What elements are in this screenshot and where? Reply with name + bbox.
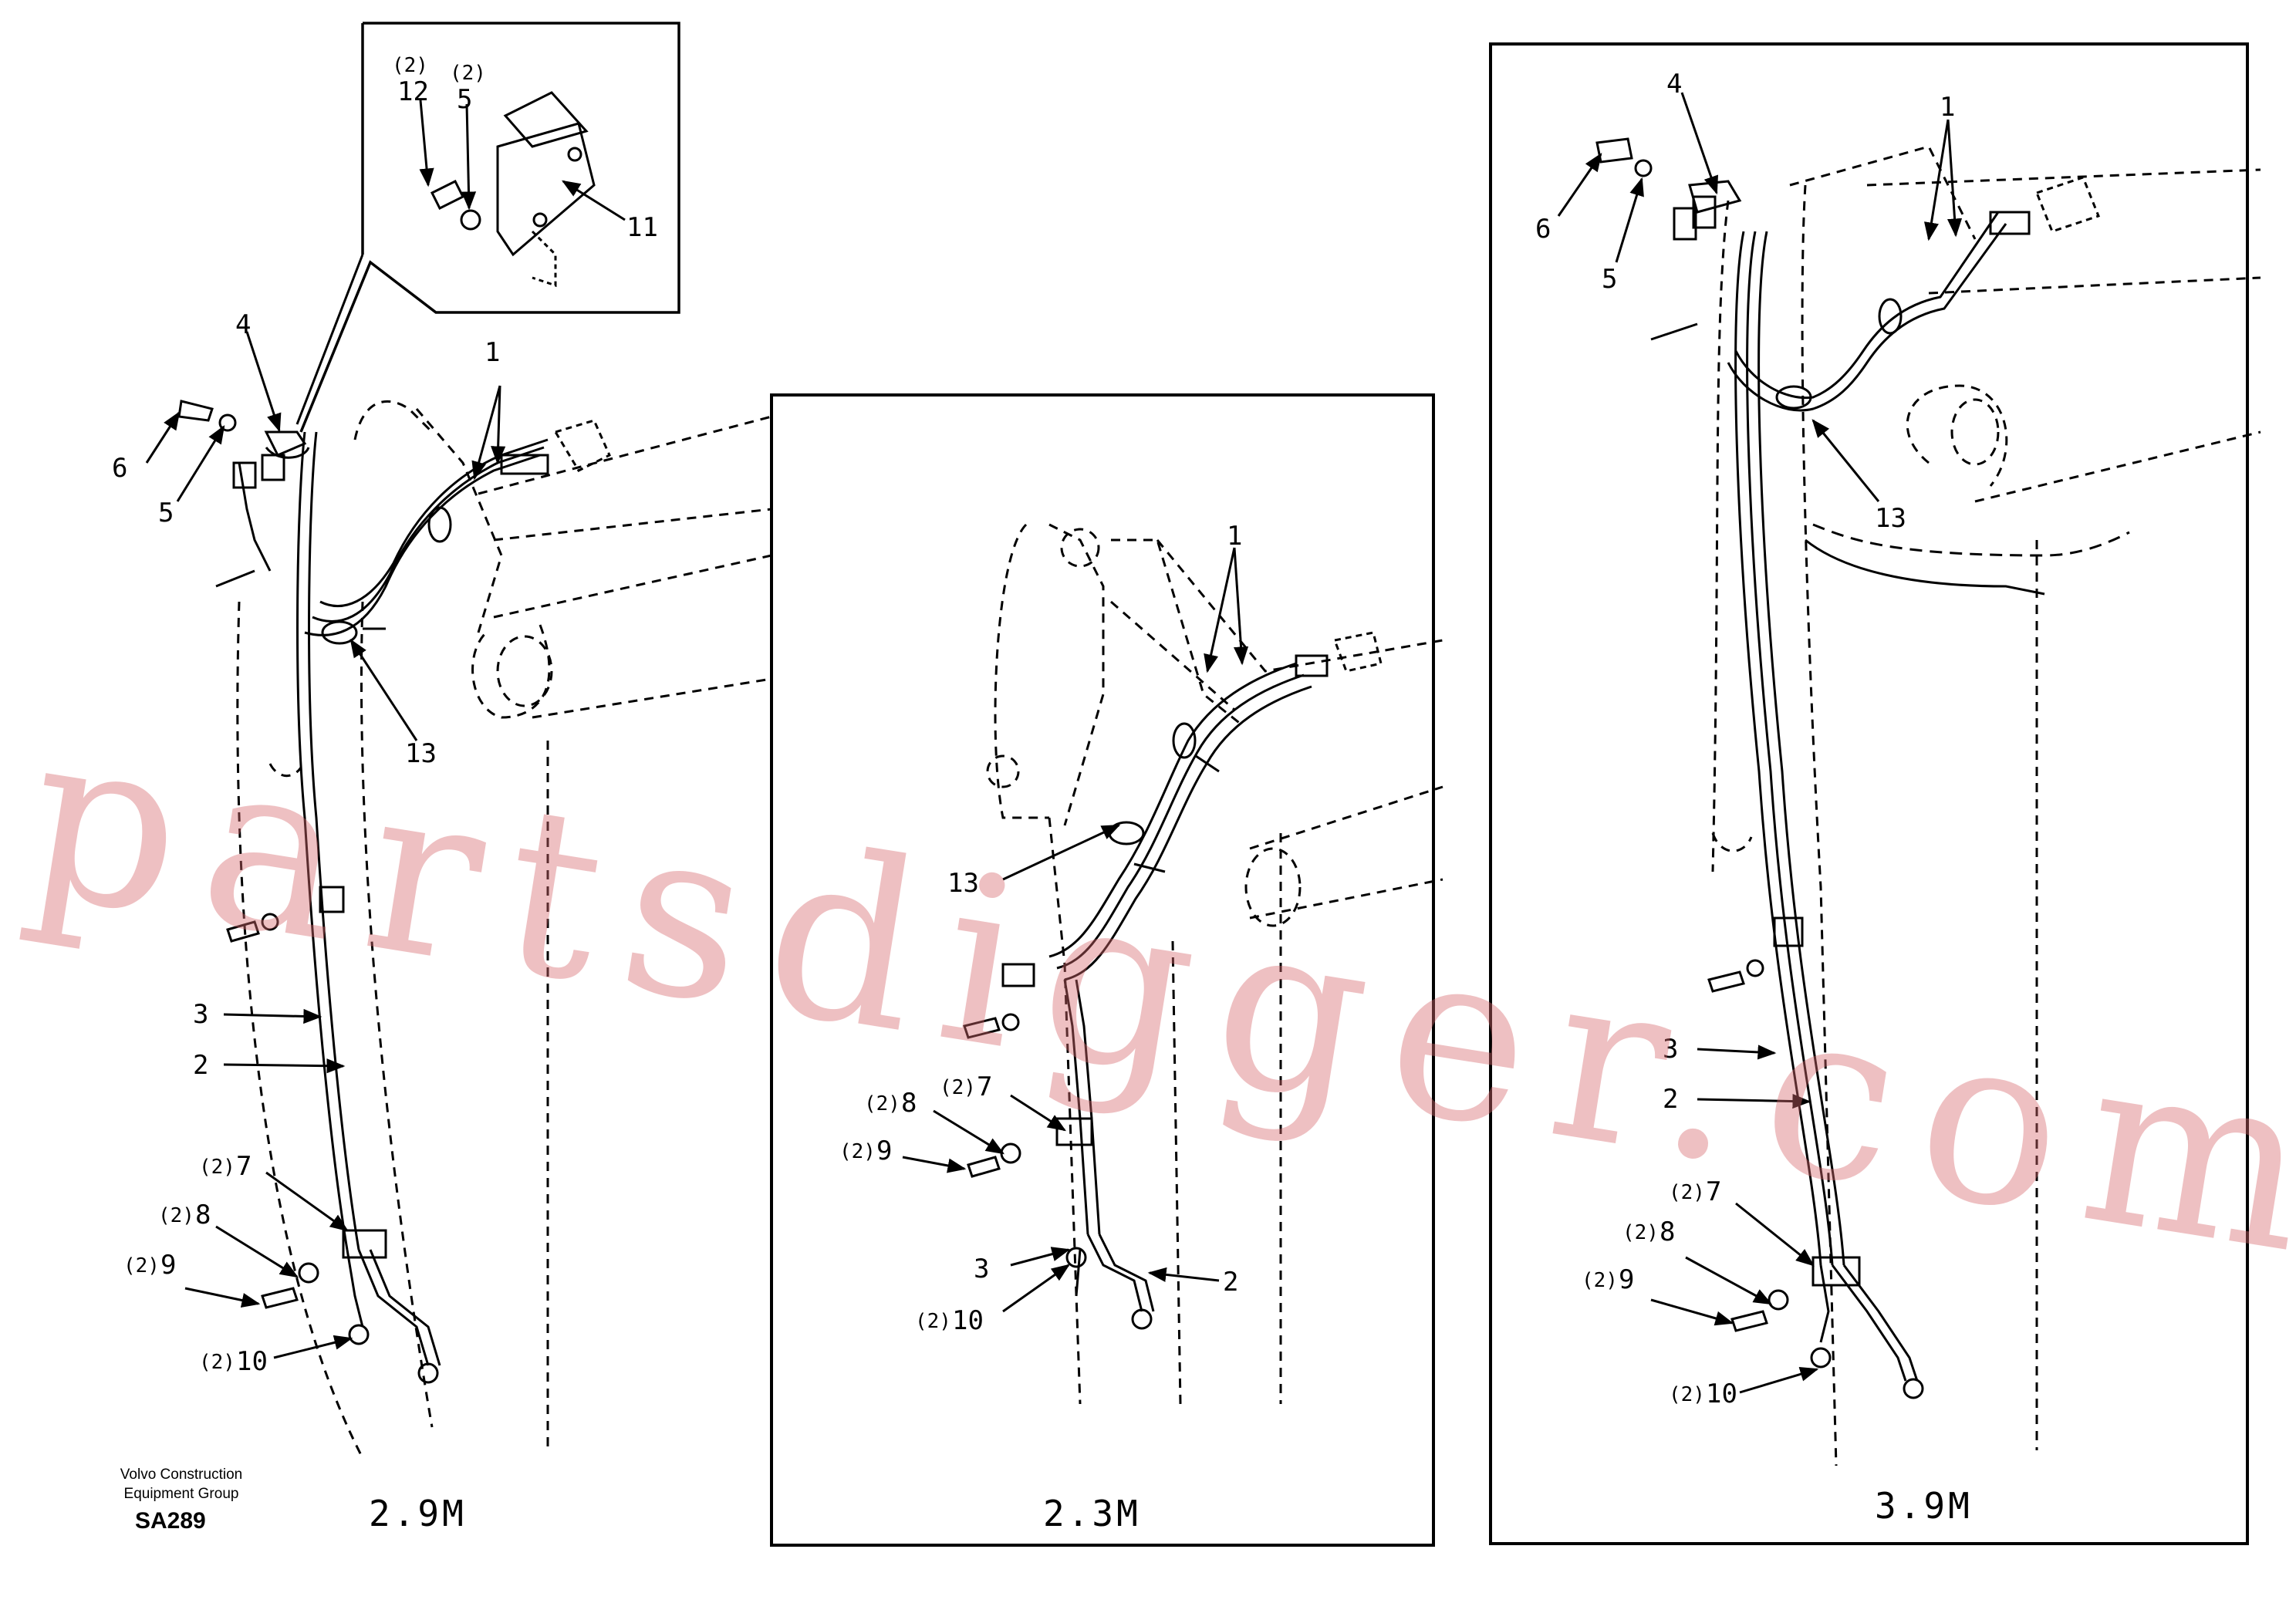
qty-label: (2) [1669,1181,1705,1204]
qty-label: (2) [1669,1383,1705,1406]
callout-8: 8 [1660,1217,1676,1247]
callout-7: 7 [1706,1176,1722,1207]
callout-9: 9 [876,1136,893,1166]
callout-12: 12 [397,76,429,107]
callout-6: 6 [1535,214,1551,245]
qty-label: (2) [1622,1221,1659,1244]
view-frame-middle [770,393,1435,1547]
callout-1: 1 [1227,521,1243,552]
callout-5: 5 [158,498,174,528]
callout-11: 11 [626,212,658,243]
callout-9: 9 [160,1250,177,1281]
callout-10: 10 [952,1305,984,1336]
callout-10: 10 [236,1346,268,1377]
callout-3: 3 [1663,1034,1679,1065]
callout-4: 4 [235,309,252,340]
callout-13: 13 [405,738,437,769]
callout-9: 9 [1619,1264,1635,1295]
qty-label: (2) [839,1140,876,1163]
leader-arrows [145,92,1963,1394]
qty-label: (2) [864,1092,900,1115]
callout-10: 10 [1706,1379,1737,1409]
company-name: Volvo Construction Equipment Group [85,1466,278,1504]
qty-label: (2) [158,1204,194,1227]
view-frame-right [1489,42,2249,1545]
callout-2: 2 [1223,1267,1239,1298]
company-name-text: Volvo Construction Equipment Group [120,1466,243,1502]
callout-7: 7 [236,1151,252,1182]
callout-13: 13 [947,868,979,899]
callout-3: 3 [974,1254,990,1284]
qty-label: (2) [199,1351,235,1374]
callout-5: 5 [1602,264,1618,295]
callout-2: 2 [1663,1084,1679,1115]
qty-label: (2) [123,1254,160,1277]
qty-label: (2) [392,54,428,77]
qty-label: (2) [1582,1269,1618,1292]
callout-1: 1 [485,337,501,368]
length-label-middle: 2.3M [1043,1493,1141,1534]
view-middle-drawing [963,523,1443,1405]
callout-1: 1 [1940,92,1956,123]
callout-5: 5 [457,84,473,115]
callout-7: 7 [977,1072,993,1102]
view-right-drawing [1595,137,2261,1466]
drawing-code: SA289 [135,1508,206,1534]
callout-13: 13 [1875,503,1906,534]
qty-label: (2) [940,1076,976,1099]
qty-label: (2) [199,1156,235,1179]
length-label-left: 2.9M [369,1493,467,1534]
length-label-right: 3.9M [1875,1485,1973,1527]
qty-label: (2) [450,62,486,85]
qty-label: (2) [915,1310,951,1333]
callout-6: 6 [112,453,128,484]
callout-2: 2 [193,1050,209,1081]
callout-8: 8 [901,1088,917,1119]
callout-8: 8 [195,1200,211,1230]
callout-4: 4 [1666,69,1683,100]
view-left-drawing [177,22,772,1459]
callout-3: 3 [193,999,209,1030]
